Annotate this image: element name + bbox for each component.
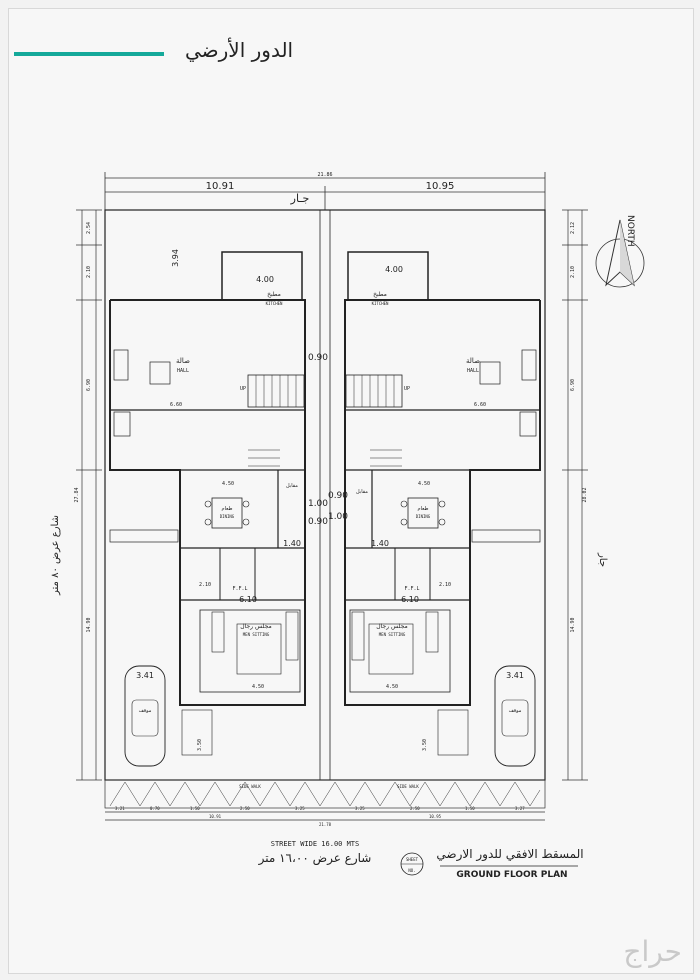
right-facing-ar: مقابل xyxy=(356,489,368,495)
left-sitting-ar: مجلس رجال xyxy=(240,623,271,630)
left-kitchen-width: 4.00 xyxy=(256,275,274,284)
left-dim-total: 27.84 xyxy=(74,487,80,502)
left-kitchen-en: KITCHEN xyxy=(266,301,283,306)
bottom-dim-3: 1.50 xyxy=(190,806,200,811)
left-sitting-depth: 4.50 xyxy=(252,684,264,690)
left-dim-lines xyxy=(76,209,102,781)
sheet-marker xyxy=(400,852,424,876)
right-parking-ar: موقف xyxy=(509,708,522,714)
left-kitchen-ar: مطبخ xyxy=(267,291,281,298)
center-dim-1: 0.90 xyxy=(308,353,328,363)
center-dim-5: 0.90 xyxy=(308,517,328,527)
right-kitchen-en: KITCHEN xyxy=(372,301,389,306)
top-left-dim: 10.91 xyxy=(206,181,235,192)
left-hall-height: 3.94 xyxy=(171,249,180,267)
right-dim-3: 6.90 xyxy=(570,379,576,391)
plan-title-en: GROUND FLOOR PLAN xyxy=(456,870,567,880)
right-stair-gap: 1.40 xyxy=(371,539,389,548)
left-parking-ar: موقف xyxy=(139,708,152,714)
right-sitting-depth: 4.50 xyxy=(386,684,398,690)
left-stair-gap: 1.40 xyxy=(283,539,301,548)
left-sitting-width: 6.10 xyxy=(239,595,257,604)
right-dim-lines xyxy=(562,209,588,781)
center-dim-2: 0.90 xyxy=(328,491,348,501)
left-hall-ar: صالة xyxy=(176,357,190,365)
right-dim-1: 2.12 xyxy=(570,222,576,234)
right-car-width: 3.41 xyxy=(506,671,524,680)
bottom-subtotal-left: 10.91 xyxy=(209,814,222,819)
right-ffl: F.F.L xyxy=(404,586,419,592)
right-sitting-ar: مجلس رجال xyxy=(376,623,407,630)
right-sitting-width: 6.10 xyxy=(401,595,419,604)
left-dim-1: 2.54 xyxy=(86,222,92,234)
left-facing-ar: مقابل xyxy=(286,483,298,489)
side-neighbor-label: جار xyxy=(597,552,608,567)
bottom-dim-7: 2.50 xyxy=(410,806,420,811)
right-kitchen-ar: مطبخ xyxy=(373,291,387,298)
right-dim-2: 2.10 xyxy=(570,266,576,278)
left-up-label: UP xyxy=(240,386,246,392)
top-dimensions xyxy=(104,172,546,210)
left-dim-2: 2.10 xyxy=(86,266,92,278)
right-wash-width: 2.10 xyxy=(439,582,451,588)
right-kitchen-width: 4.00 xyxy=(385,265,403,274)
right-dining-ar: طعام xyxy=(417,506,428,512)
street-width-ar: شارع عرض ١٦،٠٠ متر xyxy=(258,851,372,866)
left-dining-width: 4.50 xyxy=(222,481,234,487)
bottom-dim-6: 3.25 xyxy=(355,806,365,811)
left-wash-width: 2.10 xyxy=(199,582,211,588)
bottom-dim-8: 1.50 xyxy=(465,806,475,811)
plan-title-ar: المسقط الافقي للدور الارضي xyxy=(436,847,583,862)
bottom-total: 21.78 xyxy=(319,822,332,827)
bottom-subtotal-right: 10.95 xyxy=(429,814,442,819)
left-hall-en: HALL xyxy=(177,368,189,374)
bottom-dim-9: 3.27 xyxy=(515,806,525,811)
watermark-logo: حراج xyxy=(623,935,682,968)
left-dim-4: 14.90 xyxy=(86,617,92,632)
right-up-label: UP xyxy=(404,386,410,392)
center-dim-3: 1.00 xyxy=(308,499,328,509)
right-sitting-en: MEN SITTING xyxy=(379,632,406,637)
sheet-no: NO. xyxy=(408,868,415,873)
right-hall-width: 6.60 xyxy=(474,402,486,408)
sidewalk xyxy=(104,779,546,821)
neighbor-top-label: جـار xyxy=(290,192,310,205)
bottom-dim-1: 3.21 xyxy=(115,806,125,811)
left-dining-ar: طعام xyxy=(221,506,232,512)
right-hall-en: HALL xyxy=(467,368,479,374)
sheet-label: SHEET xyxy=(406,857,419,862)
right-bottom-dim: 3.50 xyxy=(422,739,428,751)
page-frame xyxy=(8,8,694,974)
unit-right xyxy=(344,251,541,767)
left-bottom-dim: 3.50 xyxy=(197,739,203,751)
right-dining-width: 4.50 xyxy=(418,481,430,487)
right-dim-4: 14.90 xyxy=(570,617,576,632)
page-title: الدور الأرضي xyxy=(185,38,294,62)
left-dim-3: 6.90 xyxy=(86,379,92,391)
side-street-label: شارع عرض ٨٠ متر xyxy=(50,515,61,596)
top-right-dim: 10.95 xyxy=(426,181,455,192)
bottom-dim-2: 0.70 xyxy=(150,806,160,811)
sidewalk-label-left: SIDE WALK xyxy=(239,784,261,789)
top-total-dim: 21.86 xyxy=(317,172,332,178)
right-dim-total: 28.02 xyxy=(582,487,588,502)
left-car-width: 3.41 xyxy=(136,671,154,680)
center-dim-4: 1.00 xyxy=(328,512,348,522)
right-hall-ar: صالة xyxy=(466,357,480,365)
unit-left xyxy=(109,251,306,767)
left-hall-width: 6.60 xyxy=(170,402,182,408)
north-arrow xyxy=(595,219,645,288)
north-label: NORTH xyxy=(625,215,635,247)
title-accent-bar xyxy=(14,52,164,56)
left-sitting-en: MEN SITTING xyxy=(243,632,270,637)
left-ffl: F.F.L xyxy=(232,586,247,592)
right-dining-en: DINING xyxy=(416,514,431,519)
bottom-dim-4: 2.50 xyxy=(240,806,250,811)
left-dining-en: DINING xyxy=(220,514,235,519)
street-width-en: STREET WIDE 16.00 MTS xyxy=(271,840,360,848)
plot-outline xyxy=(104,209,546,781)
bottom-dim-5: 3.25 xyxy=(295,806,305,811)
sidewalk-label-right: SIDE WALK xyxy=(397,784,419,789)
